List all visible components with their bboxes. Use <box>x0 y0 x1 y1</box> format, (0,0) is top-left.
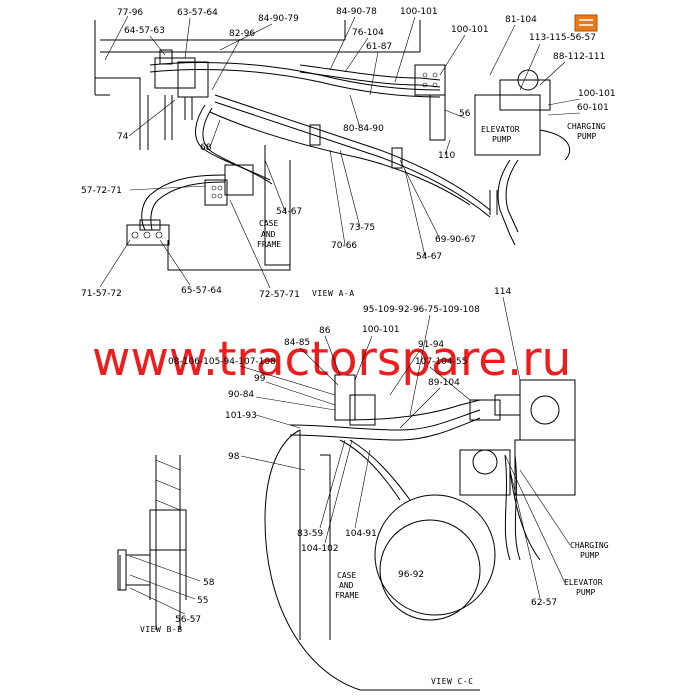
svg-text:FRAME: FRAME <box>335 591 359 600</box>
part-label: 77-96 <box>117 8 143 18</box>
part-label: 62-57 <box>531 598 557 608</box>
watermark-text: www.tractorspare.ru <box>92 332 571 387</box>
part-label: 100-101 <box>451 25 489 35</box>
part-label: 61-87 <box>366 42 392 52</box>
part-label: 71-57-72 <box>81 289 122 299</box>
part-label: 70-66 <box>331 241 357 251</box>
part-label: 100-101 <box>362 325 400 335</box>
labels-view-b: 58 55 56-57 <box>175 578 215 625</box>
svg-text:ELEVATOR: ELEVATOR <box>564 578 603 587</box>
part-label: 84-90-79 <box>258 14 299 24</box>
svg-text:CASE: CASE <box>337 571 356 580</box>
part-label: 55 <box>197 596 208 606</box>
part-label: 114 <box>494 287 511 297</box>
part-label: 83-59 <box>297 529 323 539</box>
svg-text:AND: AND <box>261 230 276 239</box>
part-label: 104-91 <box>345 529 377 539</box>
part-label: 100-101 <box>578 89 616 99</box>
part-label: 99 <box>254 374 266 384</box>
part-label: 65-57-64 <box>181 286 222 296</box>
svg-text:PUMP: PUMP <box>576 588 595 597</box>
part-label: 89-104 <box>428 378 460 388</box>
part-label: 88-112-111 <box>553 52 605 62</box>
leader-lines <box>99 15 581 615</box>
part-label: 104-102 <box>301 544 339 554</box>
note-case-frame-a: CASE AND FRAME <box>257 219 281 249</box>
part-label: 95-109-92-96-75-109-108 <box>363 305 480 315</box>
labels-view-c: 95-109-92-96-75-109-108 114 86 100-101 8… <box>168 287 557 608</box>
part-label: 76-104 <box>352 28 384 38</box>
part-label: 60-101 <box>577 103 609 113</box>
part-label: 107-104-55 <box>415 357 467 367</box>
logo <box>574 14 598 32</box>
note-charging-pump-c: CHARGING PUMP <box>570 541 609 560</box>
part-label: 101-93 <box>225 411 257 421</box>
svg-text:CHARGING: CHARGING <box>570 541 609 550</box>
view-a-drawing <box>94 20 571 271</box>
part-label: 80-84-90 <box>343 124 384 134</box>
note-elevator-pump-a: ELEVATOR PUMP <box>481 125 520 144</box>
labels-view-a: 77-96 64-57-63 63-57-64 84-90-79 82-96 8… <box>81 7 616 300</box>
part-label: 110 <box>438 151 455 161</box>
view-b-drawing <box>117 455 187 630</box>
part-label: 08-106-105-94-107-108 <box>168 357 276 367</box>
part-label: 96-92 <box>398 570 424 580</box>
part-label: 56-57 <box>175 615 201 625</box>
part-label: 72-57-71 <box>259 290 300 300</box>
part-label: 54-67 <box>276 207 302 217</box>
svg-text:FRAME: FRAME <box>257 240 281 249</box>
part-label: 98 <box>228 452 240 462</box>
part-label: 86 <box>319 326 331 336</box>
svg-text:PUMP: PUMP <box>580 551 599 560</box>
svg-text:PUMP: PUMP <box>492 135 511 144</box>
part-label: 57-72-71 <box>81 186 122 196</box>
part-label: 54-67 <box>416 252 442 262</box>
part-label: 90-84 <box>228 390 254 400</box>
svg-text:CASE: CASE <box>259 219 278 228</box>
svg-text:CHARGING: CHARGING <box>567 122 606 131</box>
part-label: 63-57-64 <box>177 8 218 18</box>
part-label: 73-75 <box>349 223 375 233</box>
part-label: 91-94 <box>418 340 444 350</box>
svg-text:ELEVATOR: ELEVATOR <box>481 125 520 134</box>
view-c-drawing <box>264 374 576 691</box>
part-label: 68 <box>200 143 212 153</box>
note-charging-pump-a: CHARGING PUMP <box>567 122 606 141</box>
note-elevator-pump-c: ELEVATOR PUMP <box>564 578 603 597</box>
part-label: 82-96 <box>229 29 255 39</box>
svg-text:AND: AND <box>339 581 354 590</box>
part-label: 58 <box>203 578 215 588</box>
part-label: 69-90-67 <box>435 235 476 245</box>
view-a-title: VIEW A-A <box>312 289 355 298</box>
part-label: 64-57-63 <box>124 26 165 36</box>
svg-text:PUMP: PUMP <box>577 132 596 141</box>
part-label: 113-115-56-57 <box>529 33 596 43</box>
part-label: 84-90-78 <box>336 7 377 17</box>
part-label: 56 <box>459 109 471 119</box>
view-c-title: VIEW C-C <box>431 677 474 686</box>
note-case-frame-c: CASE AND FRAME <box>335 571 359 600</box>
part-label: 84-85 <box>284 338 310 348</box>
part-label: 100-101 <box>400 7 438 17</box>
view-b-title: VIEW B-B <box>140 625 183 634</box>
part-label: 81-104 <box>505 15 537 25</box>
part-label: 74 <box>117 132 129 142</box>
